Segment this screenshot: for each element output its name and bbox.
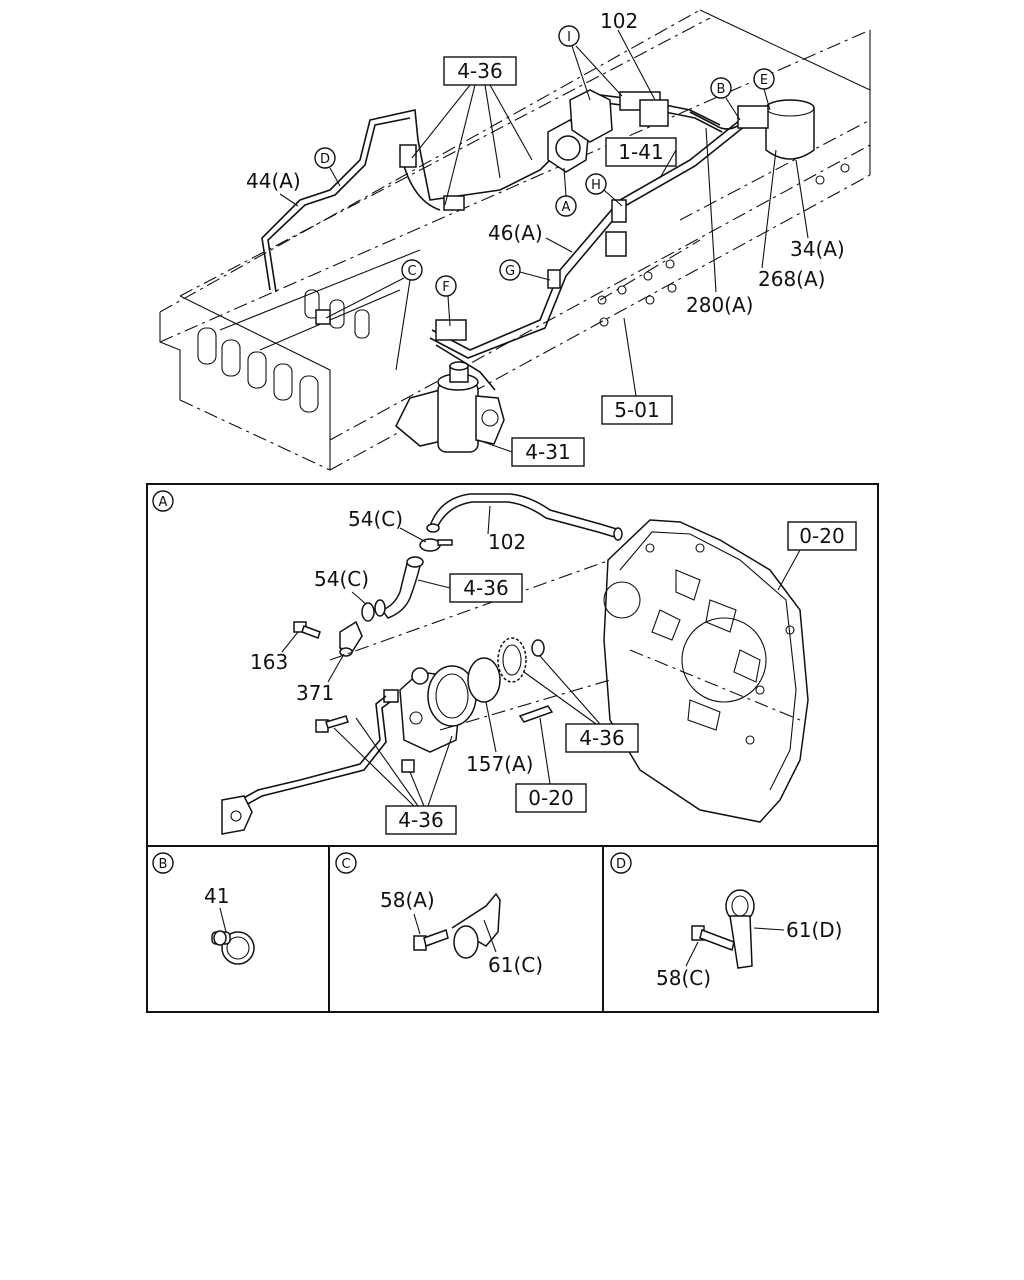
detail-d: D 61(D) 58(C) [610, 852, 842, 990]
ref-4-36-bottom-label: 4-36 [398, 808, 443, 832]
chassis-overview: 4-36 102 1-41 44(A) 46(A) 34(A) 268(A) 2… [159, 9, 871, 471]
svg-text:H: H [591, 178, 601, 193]
part-268a-label: 268(A) [758, 267, 825, 291]
pump-gear [497, 637, 545, 683]
top-markers: I D B E A [314, 25, 775, 371]
svg-text:B: B [159, 857, 168, 872]
svg-text:B: B [717, 82, 726, 97]
detail-c-marker: C [335, 852, 357, 874]
marker-b: B [710, 77, 741, 121]
bracket-61c [451, 892, 501, 959]
ref-0-20-lower-label: 0-20 [528, 786, 573, 810]
ref-box-0-20-upper [787, 521, 857, 551]
clamp-54c-lower [361, 599, 386, 622]
ref-box-0-20-lower [515, 783, 587, 813]
part-58c-label: 58(C) [656, 966, 711, 990]
svg-text:C: C [407, 264, 416, 279]
bolt-58c [691, 925, 735, 951]
ref-4-36-upper-label: 4-36 [463, 576, 508, 600]
detail-b-marker: B [152, 852, 174, 874]
marker-h: H [585, 173, 623, 207]
rail-holes [197, 163, 850, 413]
part-61d-label: 61(D) [786, 918, 842, 942]
part-102-label: 102 [600, 9, 638, 33]
oil-reservoir [737, 99, 815, 160]
ref-1-41-label: 1-41 [618, 140, 663, 164]
part-280a-label: 280(A) [686, 293, 753, 317]
part-371-label: 371 [296, 681, 334, 705]
detail-c: C 58(A) 61(C) [335, 852, 543, 977]
marker-f: F [435, 275, 457, 327]
ref-box-4-31 [511, 437, 585, 467]
part-157a-label: 157(A) [466, 752, 533, 776]
fitting-371 [339, 620, 363, 657]
marker-e: E [753, 68, 775, 111]
ref-5-01-label: 5-01 [614, 398, 659, 422]
stud-0-20 [518, 705, 554, 723]
part-61c-label: 61(C) [488, 953, 543, 977]
steering-pump [547, 89, 613, 173]
part-163-label: 163 [250, 650, 288, 674]
pressure-pipe [221, 695, 391, 835]
o-ring-157a [467, 657, 501, 703]
ref-4-36-right-label: 4-36 [579, 726, 624, 750]
part-102-detail-label: 102 [488, 530, 526, 554]
ref-box-4-36 [443, 56, 517, 86]
bolts-4-36 [315, 715, 415, 773]
svg-text:D: D [616, 857, 626, 872]
bracket-61d [725, 889, 755, 969]
bolt-163 [293, 621, 321, 639]
ref-0-20-upper-label: 0-20 [799, 524, 844, 548]
ref-box-4-36-bottom [385, 805, 457, 835]
part-58a-label: 58(A) [380, 888, 435, 912]
marker-c: C [325, 259, 423, 371]
marker-g: G [499, 259, 551, 281]
part-41-label: 41 [204, 884, 229, 908]
marker-i: I [558, 25, 623, 101]
svg-text:A: A [159, 495, 168, 510]
detail-a-marker: A [152, 490, 174, 512]
part-34a-label: 34(A) [790, 237, 845, 261]
svg-text:E: E [760, 73, 768, 88]
ref-box-5-01 [601, 395, 673, 425]
ref-box-4-36-upper [449, 573, 523, 603]
part-44a-label: 44(A) [246, 169, 301, 193]
marker-a: A [555, 167, 577, 217]
ref-box-4-36-right [565, 723, 639, 753]
hose-102 [426, 493, 623, 541]
pump-body [383, 665, 477, 753]
marker-d: D [314, 147, 341, 187]
part-46a-label: 46(A) [488, 221, 543, 245]
clamp-41 [211, 930, 255, 965]
svg-text:I: I [567, 30, 571, 45]
detail-a-callouts: 54(C) 102 0-20 54(C) 4-36 163 371 4-36 1… [250, 505, 857, 835]
line-brackets [315, 91, 669, 341]
top-callouts: 4-36 102 1-41 44(A) 46(A) 34(A) 268(A) 2… [246, 9, 845, 467]
detail-a: A [152, 490, 857, 835]
svg-text:C: C [341, 857, 350, 872]
svg-text:F: F [442, 280, 449, 295]
steering-gear-box [395, 361, 505, 453]
flywheel-housing [603, 519, 809, 823]
ref-4-31-label: 4-31 [525, 440, 570, 464]
detail-frames [146, 483, 879, 1013]
bolt-58a [413, 929, 449, 951]
part-54c-lower-label: 54(C) [314, 567, 369, 591]
detail-b: B 41 [152, 852, 255, 965]
svg-text:D: D [320, 152, 330, 167]
svg-text:A: A [562, 200, 571, 215]
part-54c-upper-label: 54(C) [348, 507, 403, 531]
ref-4-36-label: 4-36 [457, 59, 502, 83]
detail-d-marker: D [610, 852, 632, 874]
hose-suction [380, 556, 424, 619]
ref-box-1-41 [605, 137, 677, 167]
svg-text:G: G [505, 264, 515, 279]
